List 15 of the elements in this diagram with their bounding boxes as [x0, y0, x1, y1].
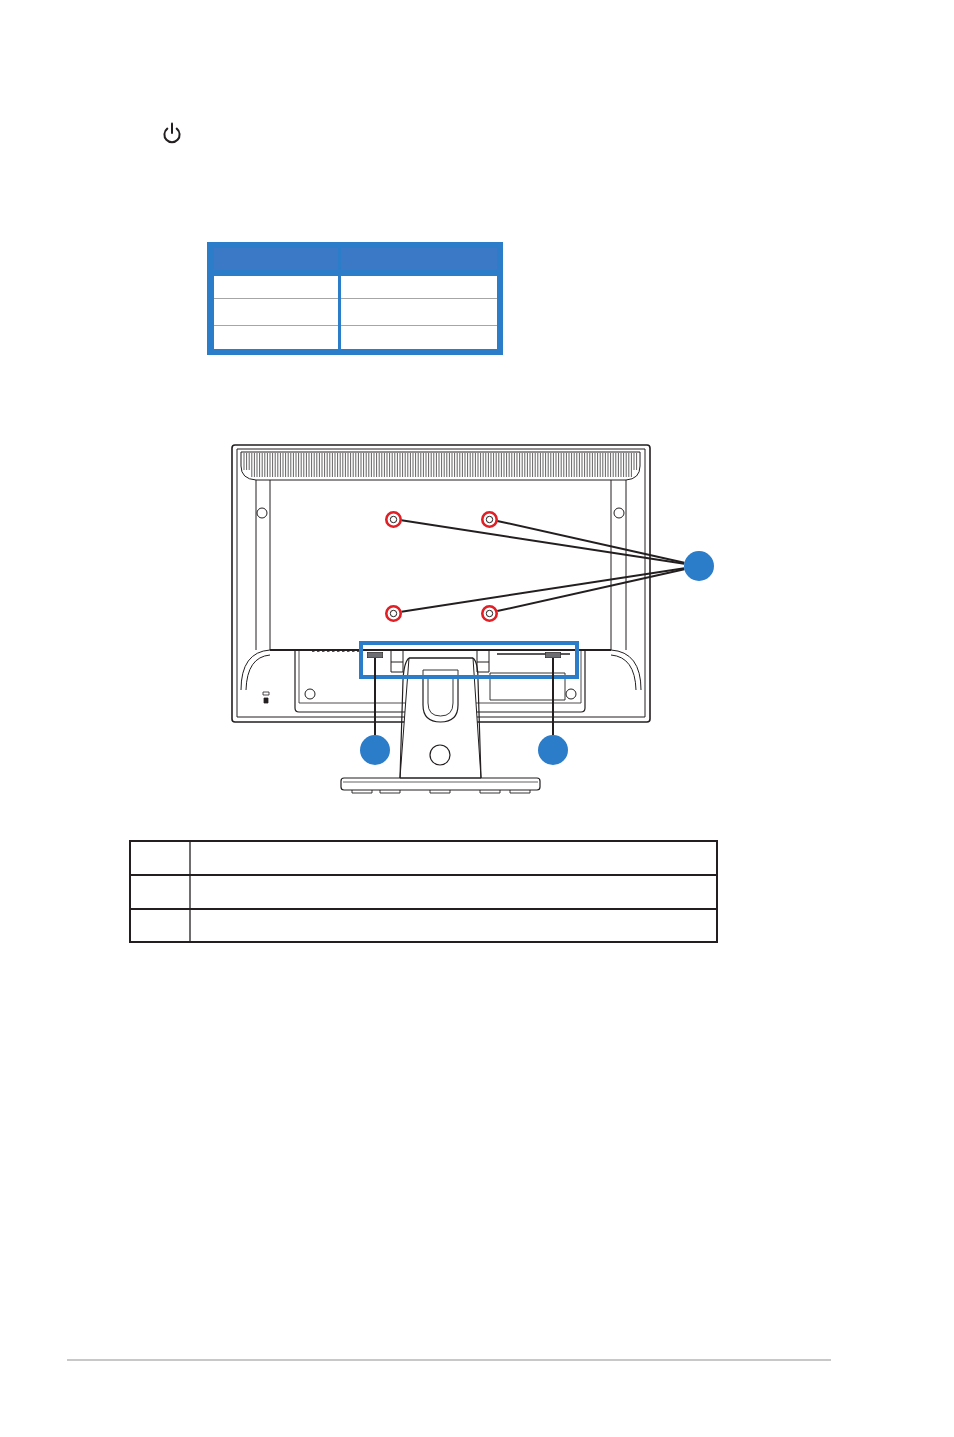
screw-hole [384, 604, 402, 622]
callout-circle [360, 735, 390, 765]
callout-circle [538, 735, 568, 765]
leader-line [374, 657, 376, 736]
leader-line [400, 519, 686, 565]
callout-circle [684, 551, 714, 581]
leader-line [496, 568, 686, 613]
leader-line [552, 657, 554, 736]
connector-port [545, 652, 561, 658]
screw-hole [480, 604, 498, 622]
screw-hole [384, 510, 402, 528]
screw-hole [480, 510, 498, 528]
leader-line [496, 519, 686, 564]
leader-line [400, 567, 686, 613]
connector-port [367, 652, 383, 658]
